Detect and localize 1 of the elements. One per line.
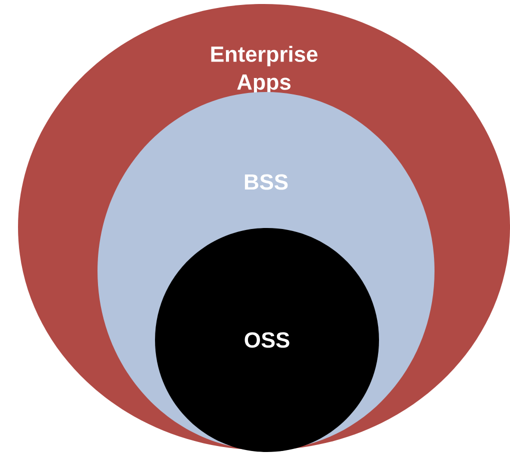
ellipse-region: OSS: [155, 228, 379, 452]
